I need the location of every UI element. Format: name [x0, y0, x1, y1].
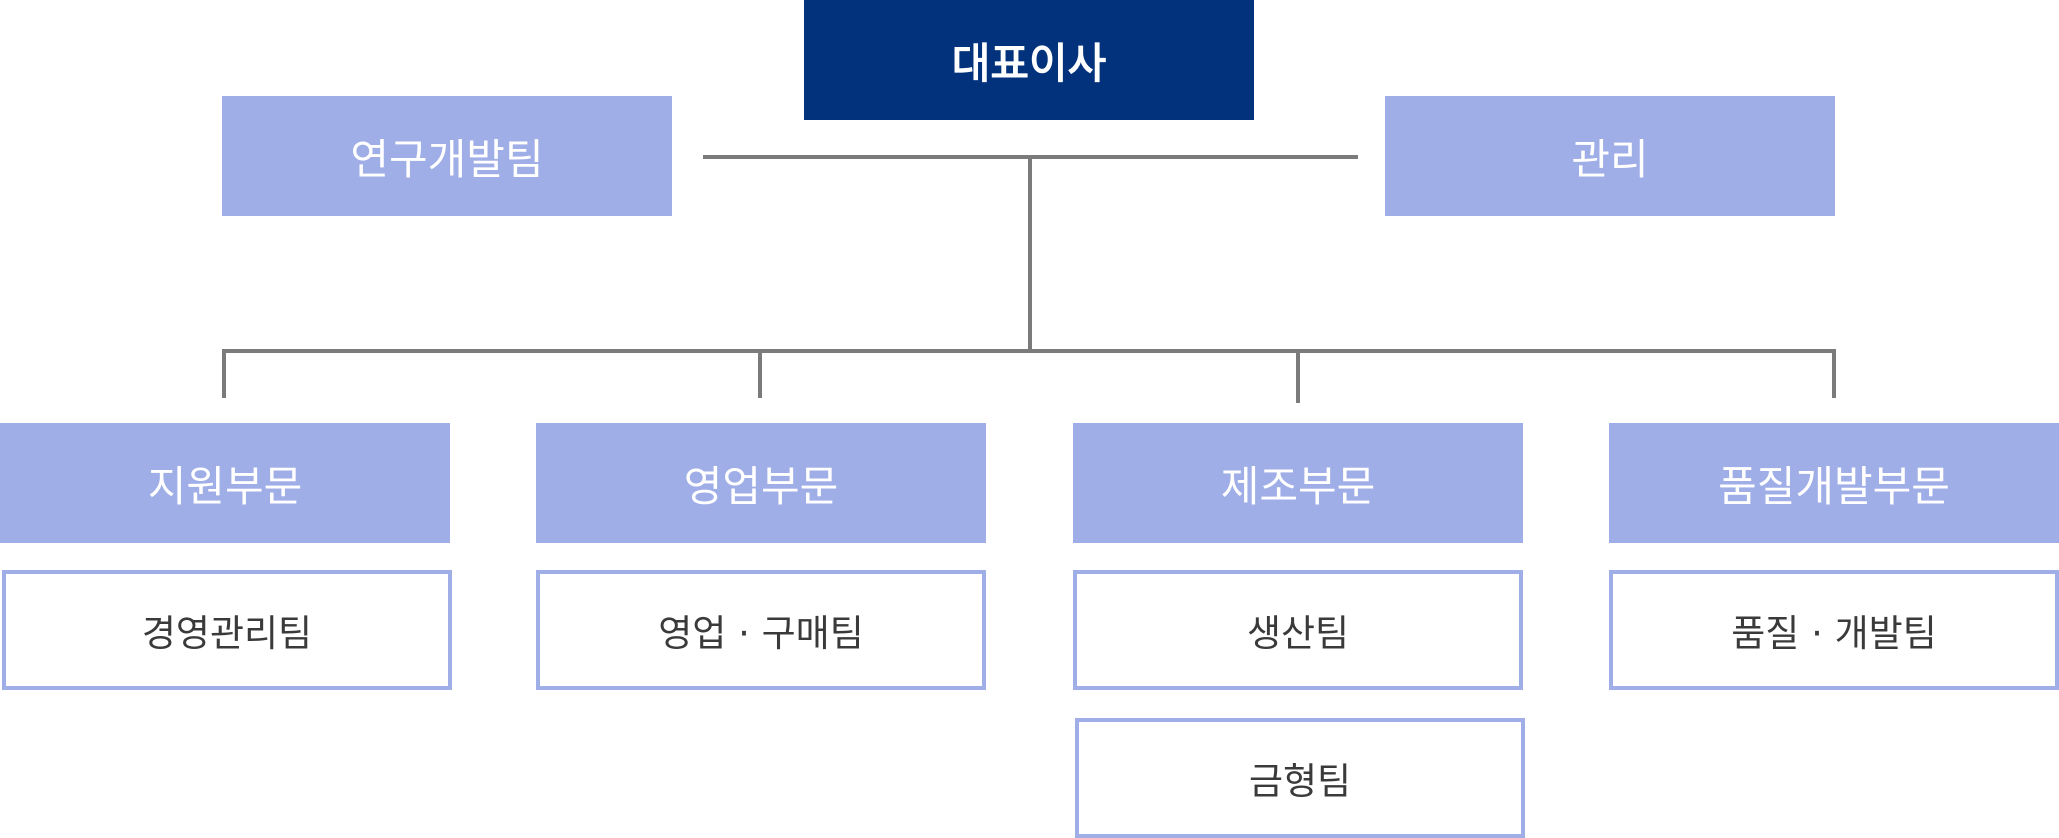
division-quality: 품질개발부문 — [1609, 423, 2059, 543]
team-mold: 금형팀 — [1075, 718, 1525, 838]
ceo-box: 대표이사 — [804, 0, 1254, 120]
division-support: 지원부문 — [0, 423, 450, 543]
team-production: 생산팀 — [1073, 570, 1523, 690]
division-production: 제조부문 — [1073, 423, 1523, 543]
team-quality-development: 품질 · 개발팀 — [1609, 570, 2059, 690]
admin-box: 관리 — [1385, 96, 1835, 216]
team-support: 경영관리팀 — [2, 570, 452, 690]
division-sales: 영업부문 — [536, 423, 986, 543]
rnd-team-box: 연구개발팀 — [222, 96, 672, 216]
team-sales-purchasing: 영업 · 구매팀 — [536, 570, 986, 690]
